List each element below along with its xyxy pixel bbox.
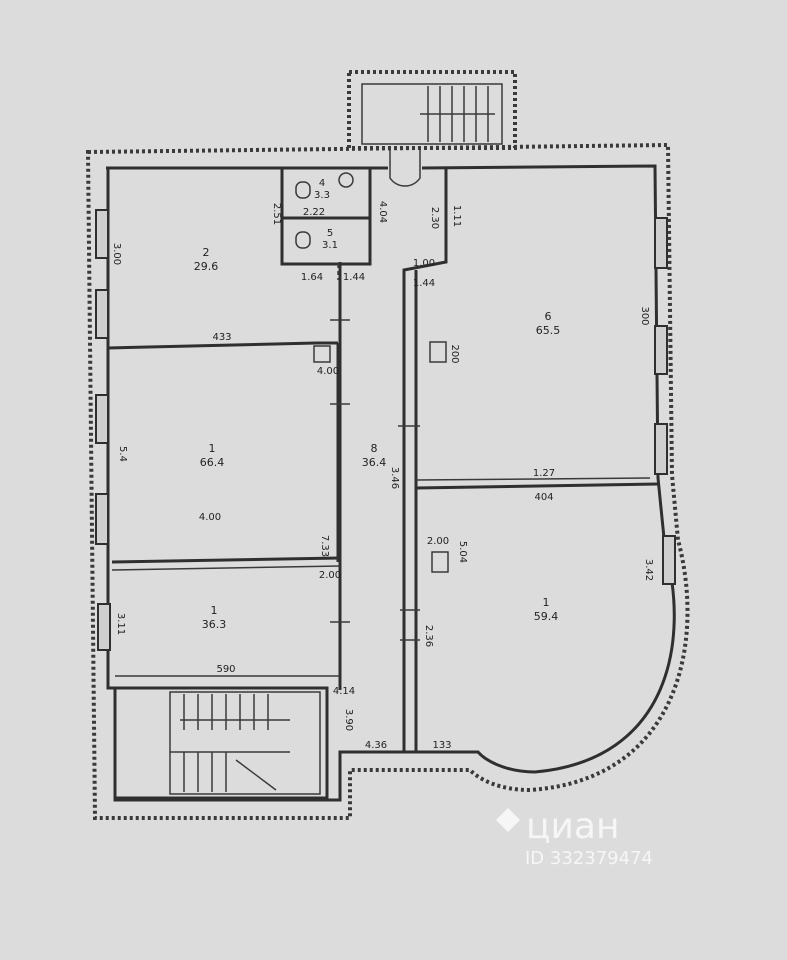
room-1-mid-label: 1 66.4 <box>200 442 225 469</box>
room-1-right-area: 59.4 <box>534 610 559 623</box>
dim-stair-b: 3.90 <box>343 709 354 731</box>
dim-corridor-top2: 1.11 <box>451 205 462 227</box>
dim-room1mid-width: 4.00 <box>199 512 221 523</box>
watermark-id: ID 332379474 <box>525 848 653 869</box>
dim-wc-right: 1.44 <box>343 272 365 283</box>
room-1-low-label: 1 36.3 <box>202 604 227 631</box>
dim-room1mid-corner2: 2.00 <box>319 570 341 581</box>
room-1-mid-area: 66.4 <box>200 456 225 469</box>
room-8-number: 8 <box>371 442 378 455</box>
dim-stair-a: 4.14 <box>333 686 355 697</box>
outer-envelope <box>85 142 690 820</box>
room-wc-a-area: 3.3 <box>314 190 330 201</box>
dim-room1mid-corner: 7.33 <box>319 535 330 557</box>
cian-logo-icon <box>496 808 520 832</box>
dim-left-side: 3.00 <box>111 243 122 265</box>
entrance-door <box>389 150 421 187</box>
room-wc-b-area: 3.1 <box>322 240 338 251</box>
room-8-label: 8 36.4 <box>362 442 387 469</box>
room-1-low-number: 1 <box>211 604 218 617</box>
dim-room2-width: 433 <box>212 332 231 343</box>
dim-bottom: 133 <box>432 740 451 751</box>
dim-corridor-top: 2.30 <box>429 207 440 229</box>
dim-room6-col: 200 <box>449 344 460 363</box>
dim-room-right-side: 3.42 <box>643 559 654 581</box>
dim-room6-height: 300 <box>639 306 650 325</box>
dim-room6-bottom: 1.27 <box>533 468 555 479</box>
room-wc-a-label: 4 3.3 <box>314 178 330 201</box>
dim-wc-side: 4.04 <box>377 201 388 223</box>
dim-wc-side2: 2.51 <box>271 203 282 225</box>
dim-corridor-lower: 2.36 <box>423 625 434 647</box>
dim-room-right-col2: 5.04 <box>457 541 468 563</box>
bottom-staircase <box>113 686 329 800</box>
dim-room-right-col: 2.00 <box>427 536 449 547</box>
room-2-label: 2 29.6 <box>194 246 219 273</box>
room-wc-a-number: 4 <box>319 178 325 189</box>
room-2-area: 29.6 <box>194 260 219 273</box>
dim-wc-left: 1.64 <box>301 272 323 283</box>
room-1-mid-number: 1 <box>209 442 216 455</box>
watermark-brand: циан <box>526 806 620 847</box>
watermark: циан ID 332379474 <box>496 806 653 869</box>
room-1-right-number: 1 <box>543 596 550 609</box>
dim-stair-bottom: 4.36 <box>365 740 387 751</box>
dim-corridor-a: 1.00 <box>413 258 435 269</box>
dimension-labels: 433 4.00 2.22 1.64 1.44 4.04 2.51 2.30 1… <box>111 201 654 751</box>
dim-corridor-b: 1.44 <box>413 278 435 289</box>
room-1-right-label: 1 59.4 <box>534 596 559 623</box>
dim-room1mid-side: 5.4 <box>117 446 128 462</box>
windows-left <box>95 209 111 651</box>
room-6-area: 65.5 <box>536 324 561 337</box>
dim-room1low-width: 590 <box>216 664 235 675</box>
dim-corridor-side: 3.46 <box>389 467 400 489</box>
room-6-number: 6 <box>545 310 552 323</box>
room-wc-b-number: 5 <box>327 228 333 239</box>
room-8-area: 36.4 <box>362 456 387 469</box>
dim-room1low-side: 3.11 <box>115 613 126 635</box>
dim-wc-width: 2.22 <box>303 207 325 218</box>
top-staircase <box>347 70 517 150</box>
room-wc-b-label: 5 3.1 <box>322 228 338 251</box>
room-2-number: 2 <box>203 246 210 259</box>
dim-room2-height: 4.00 <box>317 366 339 377</box>
dim-room-right-top: 404 <box>534 492 553 503</box>
windows-right <box>654 217 676 585</box>
wc-block <box>280 166 372 280</box>
room-6-label: 6 65.5 <box>536 310 561 337</box>
room-1-low-area: 36.3 <box>202 618 227 631</box>
